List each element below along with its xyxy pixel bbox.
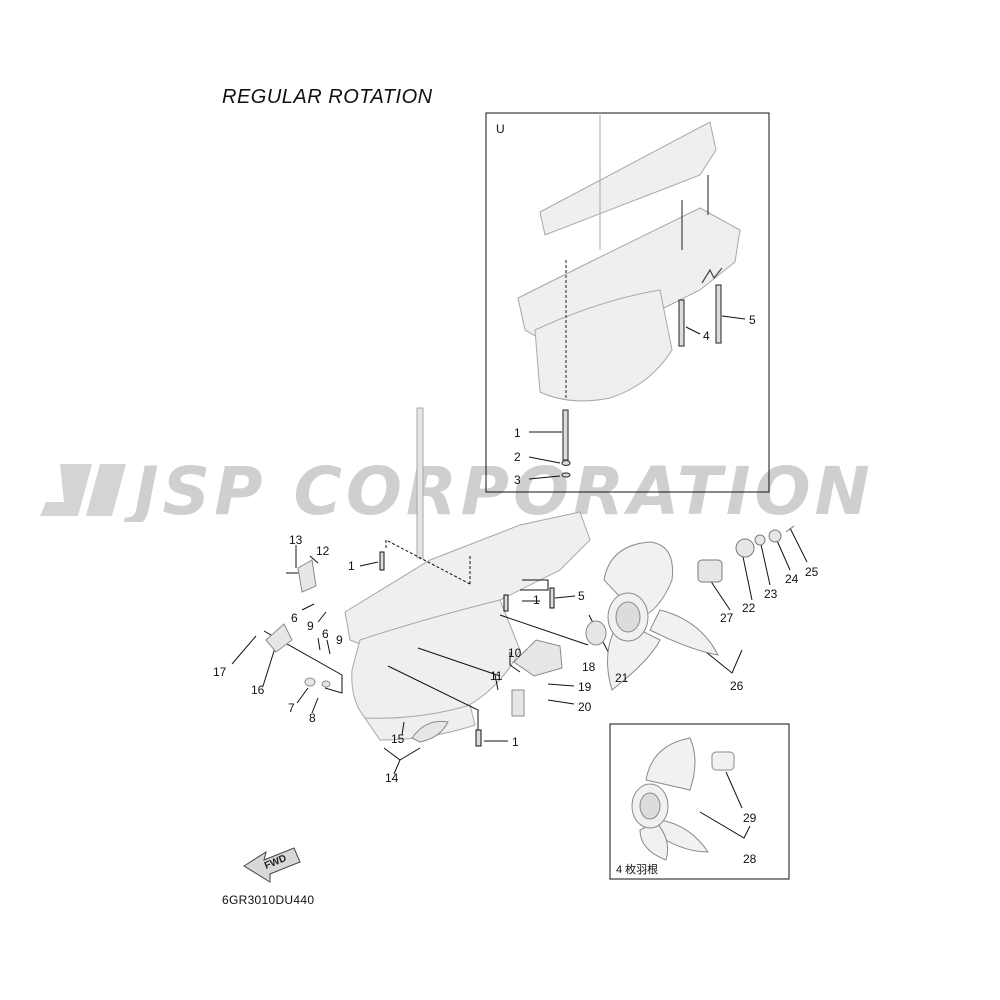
cotter-pin-25 — [785, 525, 795, 533]
spacer-27 — [697, 559, 723, 583]
watermark: JSP CORPORATION — [40, 458, 874, 522]
trim-tab-16 — [265, 623, 293, 653]
washer-23 — [754, 534, 766, 546]
callout-24: 24 — [785, 572, 799, 586]
callout-10: 10 — [508, 646, 522, 660]
callout-29: 29 — [743, 811, 757, 825]
callout-5: 5 — [578, 589, 585, 603]
watermark-logo-icon — [40, 464, 126, 516]
cover-18 — [513, 639, 563, 677]
inset-upper-bolts — [561, 175, 723, 478]
fwd-arrow-icon: FWD — [243, 847, 301, 883]
nut-24 — [768, 529, 782, 543]
callout-23: 23 — [764, 587, 778, 601]
lower-unit-housing — [344, 407, 591, 741]
callout-11: 11 — [490, 669, 503, 683]
callout-u5: 5 — [749, 313, 756, 327]
anode-14 — [411, 720, 449, 743]
callout-1b: 1 — [533, 593, 540, 607]
callout-6a: 6 — [291, 611, 298, 625]
side-parts — [265, 559, 607, 743]
callout-1c: 1 — [512, 735, 519, 749]
callout-9b: 9 — [336, 633, 343, 647]
callout-22: 22 — [742, 601, 756, 615]
diagram-code: 6GR3010DU440 — [222, 893, 315, 907]
callout-18: 18 — [582, 660, 596, 674]
callout-20: 20 — [578, 700, 592, 714]
callout-u3: 3 — [514, 473, 521, 487]
washer-22 — [735, 538, 755, 558]
callout-25: 25 — [805, 565, 819, 579]
propeller-main — [603, 541, 719, 691]
callout-12: 12 — [316, 544, 330, 558]
callout-14: 14 — [385, 771, 399, 785]
callout-21: 21 — [615, 671, 629, 685]
callout-15: 15 — [391, 732, 405, 746]
prop-hardware — [697, 525, 795, 583]
callout-17: 17 — [213, 665, 227, 679]
spacer-29 — [711, 751, 735, 771]
callout-19: 19 — [578, 680, 592, 694]
callout-u4: 4 — [703, 329, 710, 343]
inset-upper-leaders — [528, 315, 746, 480]
callout-8: 8 — [309, 711, 316, 725]
callout-u1: 1 — [514, 426, 521, 440]
grommet-7 — [304, 677, 316, 687]
main-leaders — [231, 527, 808, 775]
anode-bracket-12 — [297, 559, 317, 593]
thrust-washer-21 — [585, 620, 607, 646]
inset-lower-leaders — [699, 771, 751, 839]
callout-26: 26 — [730, 679, 744, 693]
callout-13: 13 — [289, 533, 303, 547]
inset-upper-label: U — [496, 122, 505, 136]
inset-lower-frame — [609, 723, 790, 880]
callout-u2: 2 — [514, 450, 521, 464]
callout-28: 28 — [743, 852, 757, 866]
inset-lower-label: 4 枚羽根 — [616, 864, 659, 876]
callout-27: 27 — [720, 611, 734, 625]
lower-unit-dashes — [385, 539, 471, 585]
callout-9a: 9 — [307, 619, 314, 633]
callout-16: 16 — [251, 683, 265, 697]
diagram-title: REGULAR ROTATION — [222, 86, 433, 108]
washer-8 — [321, 680, 331, 688]
propeller-4-blade — [631, 737, 735, 861]
watermark-text: JSP CORPORATION — [123, 458, 874, 522]
anode-10 — [511, 689, 525, 717]
inset-upper-housing — [517, 115, 741, 402]
callout-6b: 6 — [322, 627, 329, 641]
callout-1a: 1 — [348, 559, 355, 573]
inset-upper-frame — [485, 112, 770, 493]
callout-7: 7 — [288, 701, 295, 715]
